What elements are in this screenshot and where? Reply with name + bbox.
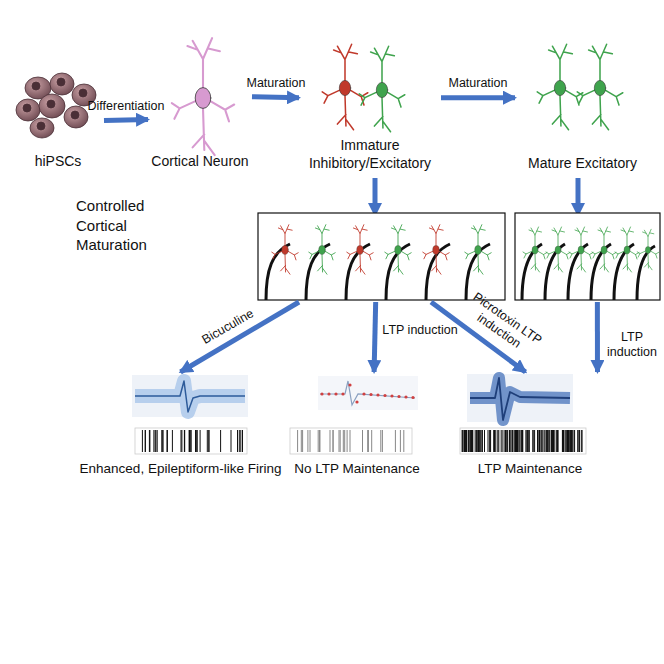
mea-box: [258, 213, 505, 300]
stage-label: No LTP Maintenance: [294, 461, 420, 478]
spike-trace: [467, 374, 573, 422]
neuron: [322, 44, 368, 130]
stage-label: Mature Excitatory: [528, 155, 637, 173]
flow-arrow: [431, 302, 525, 372]
stage-node: Immature Inhibitory/Excitatory: [299, 40, 441, 302]
down-arrow: [576, 178, 581, 210]
arrow-label: LTP induction: [603, 330, 661, 360]
arrow-label: Maturation: [246, 76, 305, 91]
flow-arrow: [595, 302, 600, 372]
flow-arrow: [104, 119, 148, 120]
stage-node: LTP Maintenance: [455, 372, 605, 482]
mea-neurons: [272, 225, 659, 275]
neuron: [537, 44, 583, 130]
arrow-label: Differentiation: [88, 99, 165, 114]
arrow-label: Bicuculine: [200, 306, 257, 347]
stem-cells: [16, 73, 96, 138]
stage-node: hiPSCs: [12, 60, 104, 172]
flow-arrow: [374, 302, 376, 372]
mea-box: [515, 213, 660, 300]
arrow-label: LTP induction: [382, 323, 457, 338]
arrow-label: Maturation: [448, 76, 507, 91]
raster-plot: [135, 428, 586, 454]
neuron: [359, 46, 405, 132]
stage-label: Cortical Neuron: [151, 153, 248, 171]
stage-label: hiPSCs: [35, 153, 82, 171]
stage-label: LTP Maintenance: [478, 461, 583, 478]
neuron: [172, 38, 234, 155]
stage-node: Cortical Neuron: [148, 30, 252, 172]
free-label: Controlled Cortical Maturation: [76, 196, 168, 255]
flow-arrow: [441, 95, 515, 100]
spike-trace: [318, 376, 418, 410]
stage-label: Immature Inhibitory/Excitatory: [299, 137, 441, 172]
flow-arrow: [252, 94, 299, 100]
flow-arrow: [181, 302, 300, 372]
stage-label: Enhanced, Epileptiform-like Firing: [80, 461, 282, 478]
arrow-label: Picrotoxin LTP induction: [458, 287, 547, 362]
stage-node: Mature Excitatory: [515, 40, 650, 302]
spike-trace: [132, 375, 248, 417]
down-arrow: [373, 178, 378, 210]
stage-node: Enhanced, Epileptiform-like Firing: [68, 372, 293, 482]
neuron: [577, 44, 623, 130]
stage-node: No LTP Maintenance: [291, 372, 423, 482]
